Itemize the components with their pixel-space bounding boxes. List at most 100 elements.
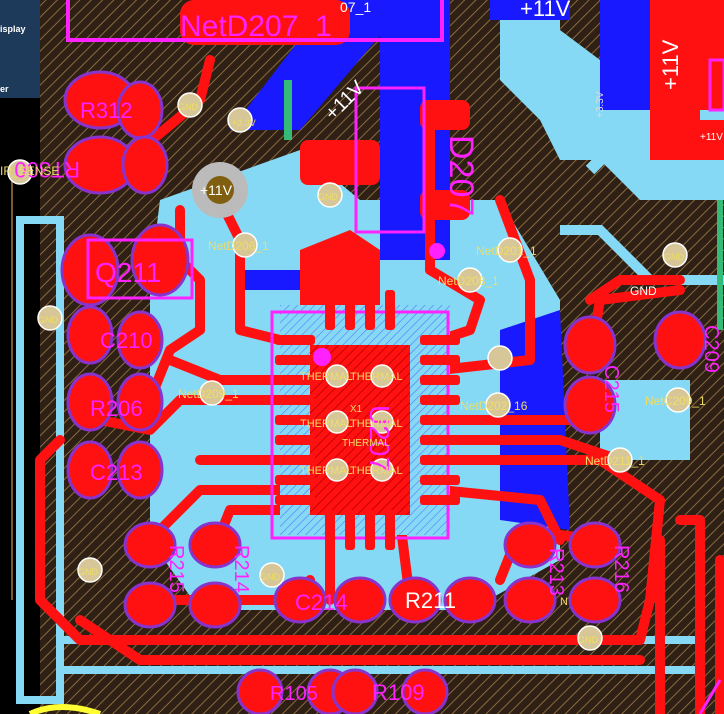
net-gnd-7: GND — [260, 572, 281, 582]
net-netd209: NetD209_1 — [178, 387, 239, 401]
pad-d207-2[interactable] — [420, 100, 470, 130]
pad-c214-2[interactable] — [333, 576, 387, 624]
net-netd211: NetD211_1 — [585, 454, 645, 468]
label-r213: R213 — [545, 548, 567, 596]
label-r206: R206 — [90, 396, 143, 421]
net-11v-right: +11V — [658, 39, 683, 90]
net-gnd-3: GND — [38, 315, 59, 325]
net-thermal-3: THERMAL — [300, 418, 353, 430]
pad-r109-2[interactable] — [401, 668, 449, 714]
label-q211: Q211 — [95, 257, 161, 288]
label-c214: C214 — [295, 590, 348, 615]
pad-d207-3[interactable] — [420, 190, 470, 220]
net-thermal-4: THERMAL — [350, 418, 403, 430]
pad-q211-1[interactable] — [60, 233, 120, 307]
viewer-overlay-panel[interactable]: isplay er — [0, 0, 40, 98]
copper-right-mid — [660, 120, 724, 160]
label-r211: R211 — [405, 588, 456, 613]
net-gnd-6: GND — [78, 567, 99, 577]
ic-pins-top-bottom[interactable] — [325, 290, 395, 550]
label-r214: R214 — [230, 545, 252, 593]
label-d207: D207 — [442, 135, 480, 216]
ic-pins-right[interactable] — [420, 335, 460, 505]
pad-r214-2[interactable] — [188, 581, 242, 629]
net-ir-sense: IR_SENSE — [0, 164, 59, 178]
pad-d207-1[interactable] — [300, 140, 380, 185]
net-thermal-5: THERMAL — [300, 465, 353, 477]
bottom-trace-small — [240, 270, 300, 290]
pour-trace-right-2 — [560, 225, 724, 285]
pad-r213-1[interactable] — [503, 521, 557, 569]
pad-c214-1[interactable] — [273, 576, 327, 624]
pad-c213-1[interactable] — [66, 440, 114, 500]
net-thermal-2: THERMAL — [350, 371, 403, 383]
net-netd208: NetD208_1 — [438, 274, 499, 288]
label-r216: R216 — [610, 545, 632, 593]
net-pin-n: N — [560, 596, 568, 608]
overlay-second-label: er — [0, 84, 9, 94]
label-r109: R109 — [372, 680, 425, 705]
pad-r216-2[interactable] — [568, 576, 622, 624]
pad-r213-2[interactable] — [503, 576, 557, 624]
pad-c215-2[interactable] — [563, 375, 617, 435]
silk-q211 — [86, 238, 194, 300]
pad-c213-2[interactable] — [116, 440, 164, 500]
net-3v3-via: +3.3V — [232, 118, 256, 128]
pin1-marker-ic — [313, 348, 331, 366]
pad-r105-1[interactable] — [236, 668, 284, 714]
via-11v-hole — [206, 176, 234, 204]
edge-outline-yellow — [28, 704, 101, 714]
vias[interactable] — [7, 92, 691, 651]
net-gnd-8: GND — [578, 635, 599, 645]
label-netd207: NetD207_1 — [180, 10, 332, 43]
pad-r206-2[interactable] — [116, 372, 164, 432]
pad-r206-1[interactable] — [66, 372, 114, 432]
label-r312: R312 — [80, 98, 133, 123]
overlay-display-label: isplay — [0, 24, 26, 34]
silk-right — [708, 58, 724, 112]
net-gnd-5: GND — [630, 284, 657, 298]
net-thermal-6: THERMAL — [350, 465, 403, 477]
label-r105: R105 — [270, 683, 318, 705]
pad-c215-1[interactable] — [563, 315, 617, 375]
net-thermal-1: THERMAL — [300, 371, 353, 383]
pad-r211-2[interactable] — [443, 576, 497, 624]
pad-c210-1[interactable] — [66, 305, 114, 365]
net-gnd-2: GND — [318, 192, 339, 202]
net-labels: +11V +11V +11V +11V +11V +3.3V +3.3V GND… — [0, 0, 723, 645]
label-netd207-top: 07_1 — [340, 0, 371, 15]
silk-netd207 — [66, 0, 444, 42]
bottom-trace-top — [490, 0, 570, 20]
label-r215: R215 — [165, 545, 187, 593]
pad-rt300-2[interactable] — [121, 135, 169, 195]
ic-pins-left[interactable] — [275, 335, 315, 505]
pad-r109-1[interactable] — [331, 668, 379, 714]
net-netd206: NetD206_1 — [208, 239, 269, 253]
label-c215: C215 — [600, 365, 622, 413]
label-c209: C209 — [700, 325, 722, 373]
net-3v3-right: +3.3V — [595, 91, 606, 118]
pad-r215-1[interactable] — [123, 521, 177, 569]
net-11v-small: +11V — [700, 132, 723, 143]
net-netd201: NetD201_1 — [476, 244, 537, 258]
net-11v-via: +11V — [200, 182, 233, 198]
label-c210: C210 — [100, 328, 153, 353]
net-netc209: NetC209_1 — [645, 394, 706, 408]
pin1-marker-d207 — [429, 243, 445, 259]
pour-strip-left — [16, 216, 64, 704]
trace-pad-top — [300, 230, 380, 310]
pad-c209-1[interactable] — [653, 310, 707, 370]
pad-netd207[interactable] — [180, 0, 350, 45]
net-gnd-1: GND — [178, 102, 199, 112]
designator-labels: NetD207_1 07_1 R312 RT300 Q211 C210 R206… — [14, 0, 722, 705]
pad-c210-2[interactable] — [116, 310, 164, 370]
net-11v-top: +11V — [520, 0, 571, 21]
pad-r216-1[interactable] — [568, 521, 622, 569]
net-x1: X1 — [350, 404, 363, 415]
pad-r211-1[interactable] — [388, 576, 442, 624]
pad-r215-2[interactable] — [123, 581, 177, 629]
edge-outline-magenta — [698, 679, 722, 714]
pad-r214-1[interactable] — [188, 521, 242, 569]
pad-q211-2[interactable] — [130, 223, 190, 297]
